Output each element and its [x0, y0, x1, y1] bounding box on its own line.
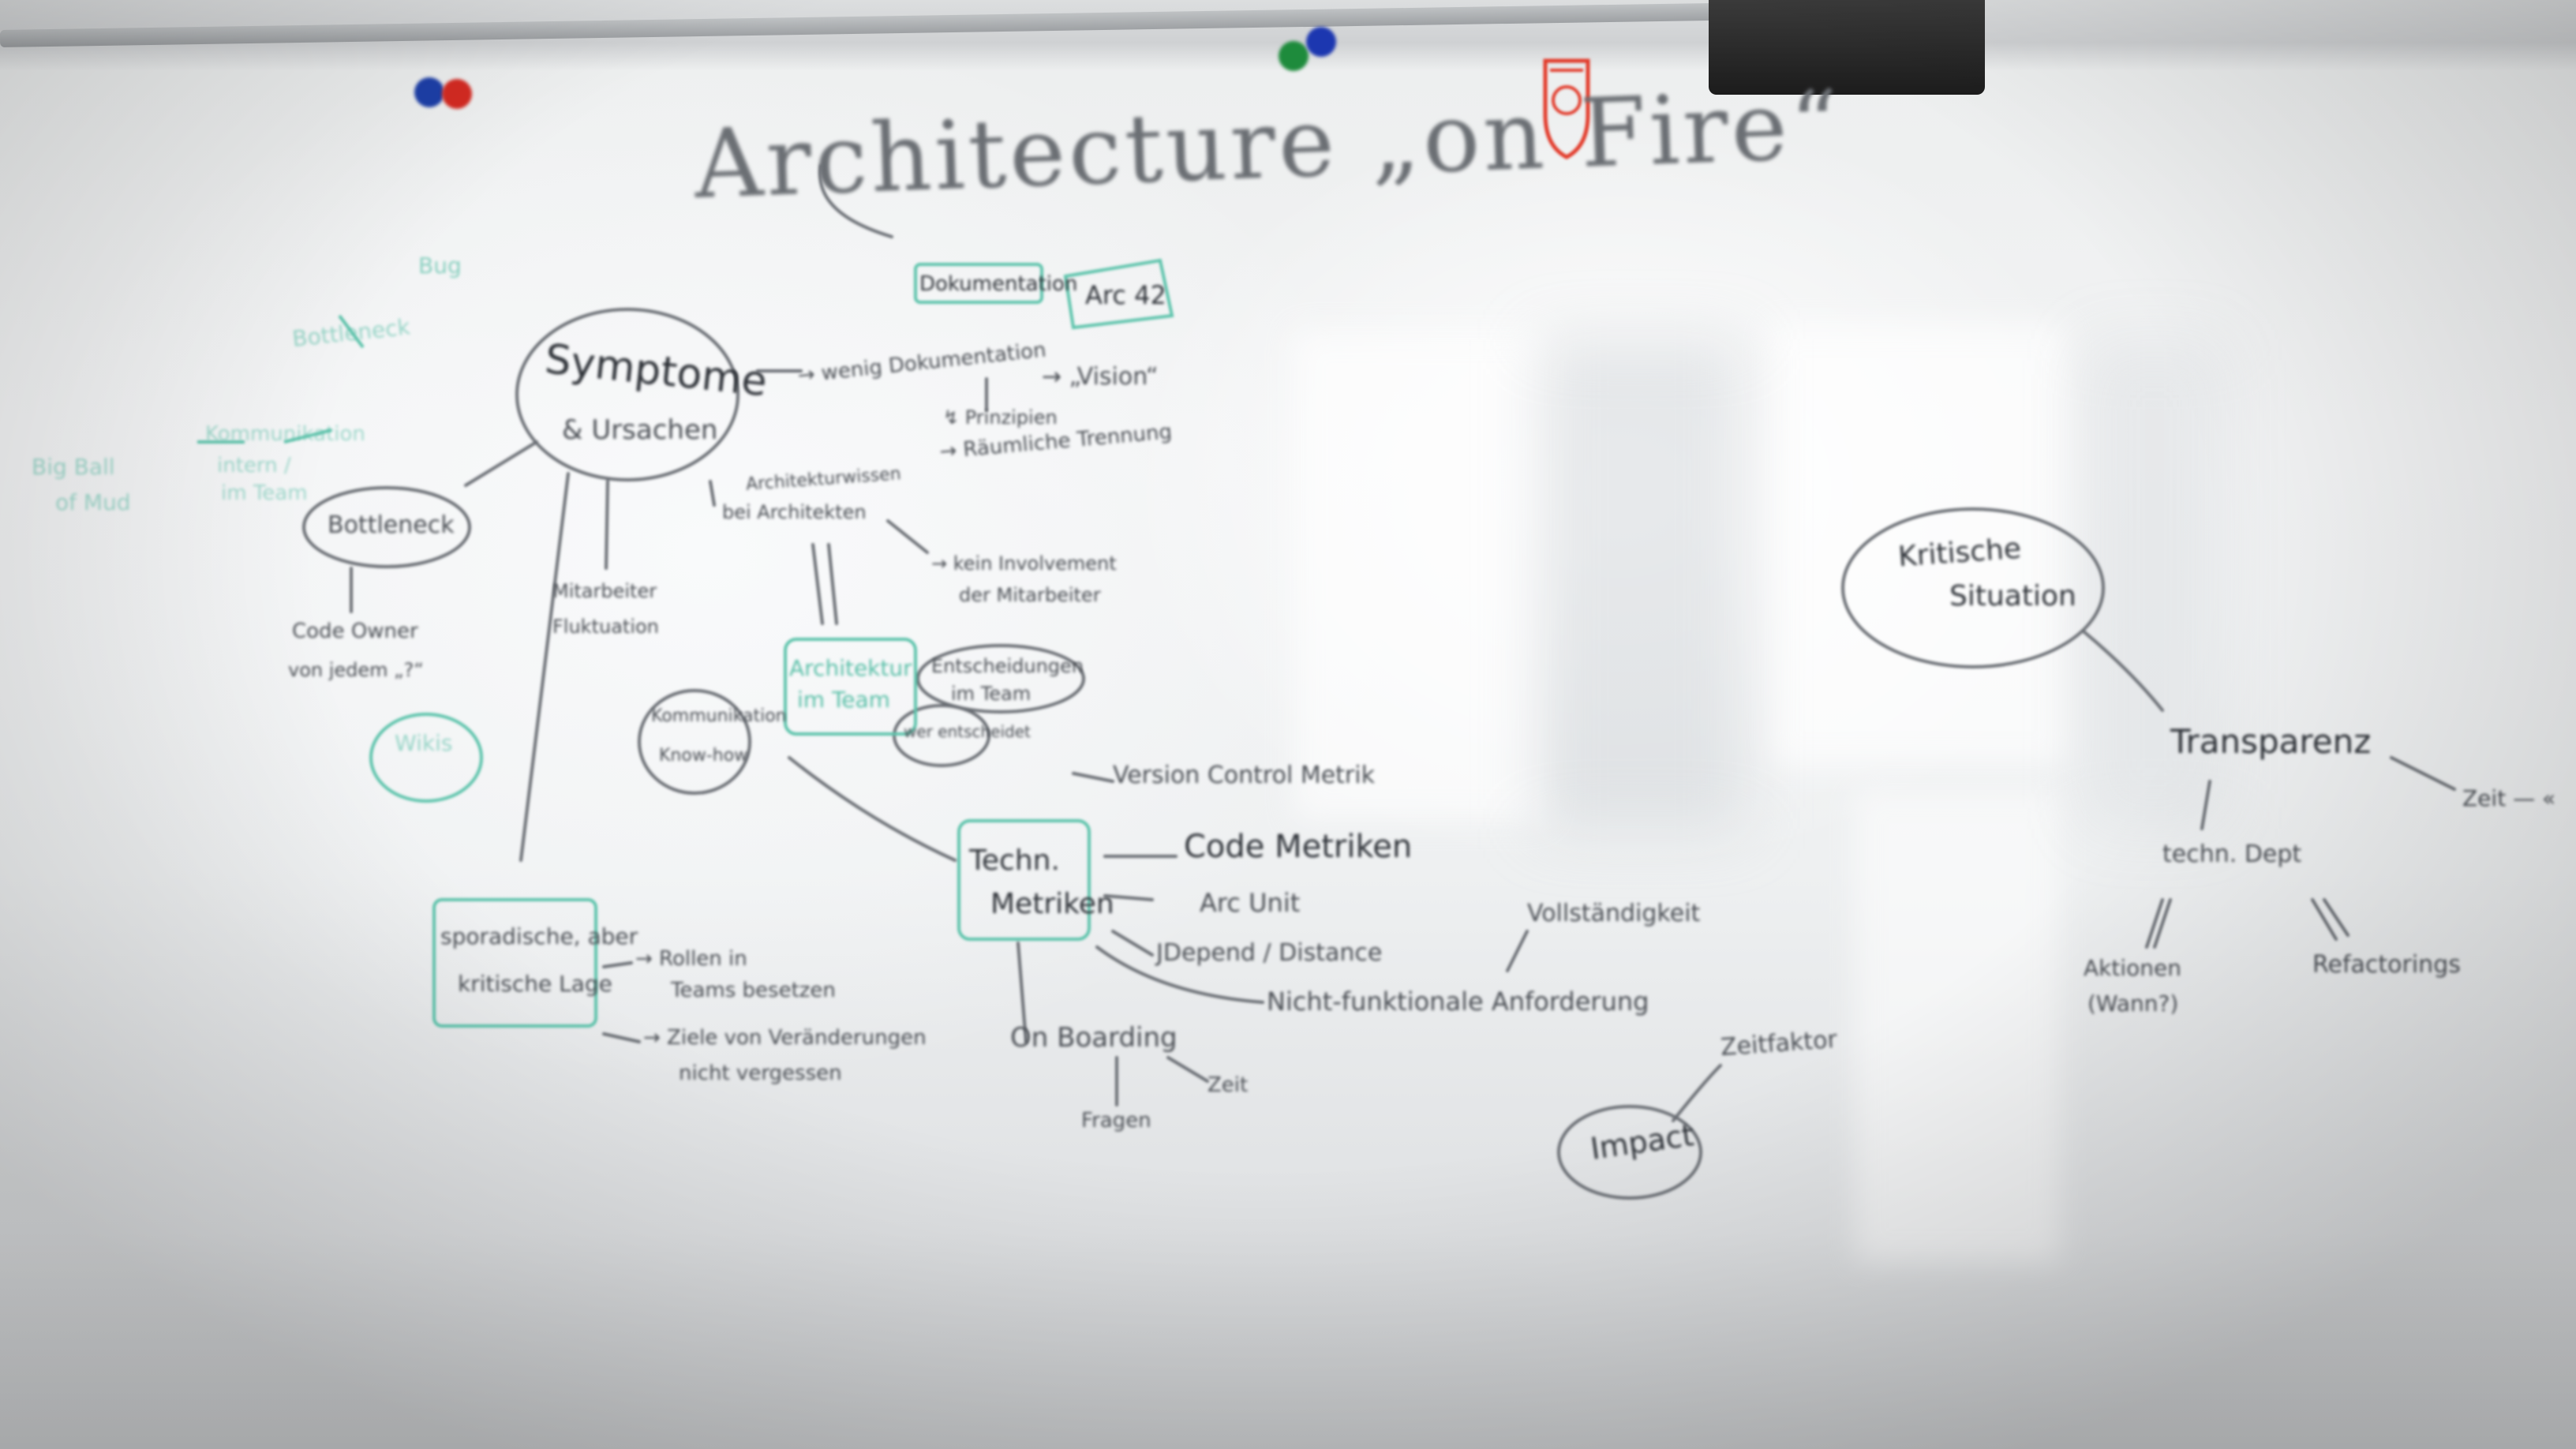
- node-techn: Techn.: [969, 844, 1060, 877]
- note-knowhow: Know-how: [659, 746, 749, 766]
- note-nicht-vergessen: nicht vergessen: [679, 1061, 842, 1085]
- note-aktionen: Aktionen: [2084, 955, 2181, 981]
- note-von-jedem: von jedem „?“: [288, 659, 424, 681]
- green-note-intern: intern /: [217, 454, 291, 477]
- node-bottleneck: Bottleneck: [328, 511, 455, 539]
- node-transparenz: Transparenz: [2170, 722, 2372, 761]
- note-kein-involvement: → kein Involvement: [931, 552, 1117, 575]
- note-onboarding: On Boarding: [1010, 1022, 1178, 1054]
- note-rollen: → Rollen in: [635, 947, 747, 971]
- node-symptome-sub: & Ursachen: [562, 414, 718, 446]
- green-magnet: [1279, 41, 1309, 71]
- node-kritische-lage: kritische Lage: [458, 971, 612, 997]
- green-note-kommunikation: Kommunikation: [205, 422, 365, 446]
- note-wann: (Wann?): [2087, 990, 2179, 1017]
- note-code-owner: Code Owner: [292, 620, 418, 643]
- node-architektur-team: Architektur: [789, 655, 912, 681]
- note-ziele: → Ziele von Veränderungen: [643, 1026, 927, 1050]
- note-zeit-edge: Zeit — «: [2462, 785, 2556, 811]
- note-code-metriken: Code Metriken: [1184, 829, 1413, 865]
- note-kommunikation: Kommunikation: [651, 706, 787, 726]
- note-fluktuation: Fluktuation: [552, 616, 659, 638]
- green-note-of-mud: of Mud: [55, 489, 131, 515]
- note-der-mitarbeiter: der Mitarbeiter: [959, 584, 1101, 606]
- green-note-im-team: im Team: [221, 481, 308, 505]
- window-reflection: [1294, 331, 1547, 821]
- window-reflection: [1768, 324, 2068, 766]
- node-sporadische: sporadische, aber: [440, 923, 638, 949]
- note-techn-dept: techn. Dept: [2162, 841, 2302, 868]
- blue-magnet: [1306, 27, 1336, 57]
- node-arc42: Arc 42: [1085, 280, 1166, 310]
- green-note-big-ball: Big Ball: [32, 454, 115, 480]
- node-im-team: im Team: [797, 687, 890, 713]
- note-vollstaendig: Vollständigkeit: [1527, 900, 1701, 927]
- green-note-bug: Bug: [418, 253, 462, 279]
- red-shield-logo: [1543, 58, 1590, 159]
- note-teams-besetzen: Teams besetzen: [671, 979, 836, 1002]
- window-frame-shadow: [2084, 339, 2226, 829]
- note-fragen: Fragen: [1081, 1109, 1151, 1133]
- node-situation: Situation: [1949, 580, 2076, 612]
- node-dokumentation: Dokumentation: [919, 272, 1078, 296]
- ceiling-projector: [1709, 0, 1985, 95]
- note-wer-entscheidet: wer entscheidet: [904, 722, 1031, 741]
- note-arc-unit: Arc Unit: [1200, 888, 1301, 918]
- note-nicht-funktional: Nicht-funktionale Anforderung: [1267, 987, 1649, 1017]
- window-frame-shadow: [1539, 339, 1744, 829]
- note-vision: → „Vision“: [1042, 363, 1159, 391]
- note-im-team-2: im Team: [951, 683, 1032, 705]
- window-reflection: [1855, 789, 2060, 1263]
- node-metriken: Metriken: [990, 888, 1114, 920]
- note-jdepend: JDepend / Distance: [1156, 939, 1383, 967]
- note-mitarbeiter: Mitarbeiter: [552, 580, 657, 602]
- note-entscheidungen: Entscheidungen: [931, 655, 1084, 677]
- note-refactorings: Refactorings: [2312, 951, 2461, 979]
- blue-magnet: [414, 77, 444, 107]
- note-prinzipien: ↯ Prinzipien: [943, 406, 1058, 429]
- note-architekten: bei Architekten: [722, 501, 867, 523]
- note-zeit: Zeit: [1208, 1073, 1249, 1097]
- green-note-wikis: Wikis: [395, 730, 453, 756]
- red-magnet: [442, 79, 472, 109]
- note-version-control: Version Control Metrik: [1113, 762, 1375, 789]
